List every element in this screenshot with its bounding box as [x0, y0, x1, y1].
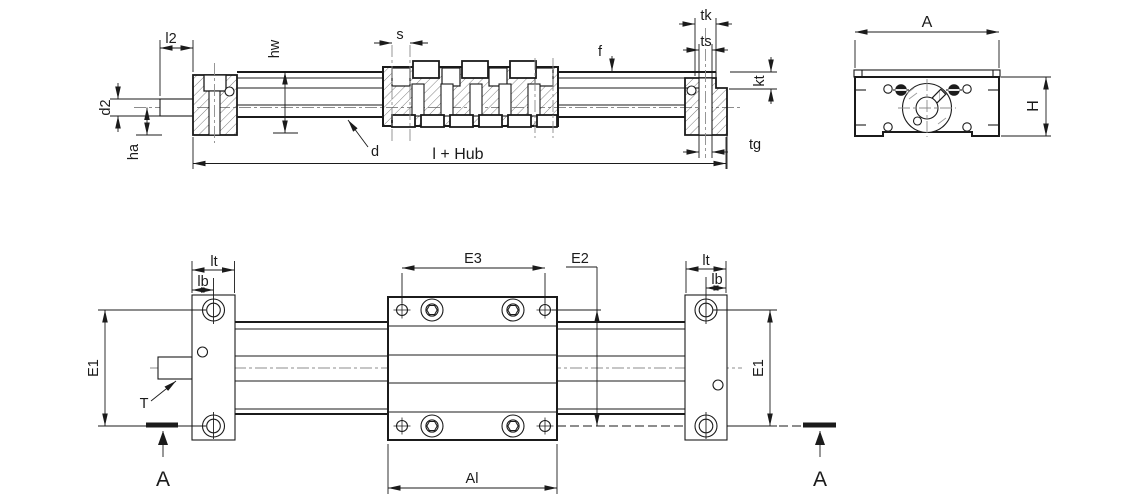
dim-ts: ts [683, 34, 728, 78]
guide-rail-lines [237, 71, 717, 118]
dim-label-lb-right: lb [711, 272, 722, 288]
dim-lb-left: lb [192, 274, 214, 296]
carriage-section [382, 45, 559, 142]
end-view: A [853, 14, 1051, 137]
section-plane-bar [146, 422, 178, 428]
dim-s: s [374, 27, 428, 46]
dim-label-al: Al [466, 471, 479, 487]
dim-label-hw: hw [267, 39, 283, 58]
pin-hole [686, 85, 697, 96]
dim-label-l-plus-hub: l + Hub [432, 146, 483, 163]
dim-label-a-width: A [922, 14, 933, 31]
dim-e2: E2 [552, 251, 601, 426]
pin-hole [196, 346, 209, 358]
dim-tg: tg [683, 135, 761, 169]
dim-label-ts: ts [700, 34, 711, 50]
dim-hw: hw [267, 39, 298, 134]
section-plane-bar [803, 422, 836, 428]
dim-label-s: s [396, 27, 403, 43]
dim-kt: kt [729, 57, 777, 104]
section-marker-a-left: A [146, 422, 178, 491]
dim-d2: d2 [98, 83, 160, 132]
t-nut-cap [412, 60, 537, 79]
carriage-plate [387, 296, 558, 441]
dim-label-e1-left: E1 [86, 359, 102, 377]
corner-hole [883, 84, 893, 94]
corner-hole [962, 122, 972, 132]
dim-label-h: H [1025, 100, 1042, 112]
dim-lb-right: lb [705, 272, 726, 296]
slotted-screw-head [946, 84, 962, 96]
dim-e1-right: E1 [713, 309, 777, 427]
dim-tk: tk [679, 8, 732, 76]
dim-f: f [598, 44, 615, 71]
slot-channels [411, 83, 541, 117]
leader-t: T [140, 380, 177, 412]
dim-label-lt-left: lt [210, 254, 217, 270]
clamp-notch [203, 74, 227, 92]
left-end-block [191, 294, 236, 441]
dim-label-l2: l2 [165, 31, 176, 47]
dim-e1-left: E1 [86, 309, 206, 427]
corner-hole [962, 84, 972, 94]
section-marker-a-right: A [803, 422, 836, 491]
plan-view: lt lb lt lb E1 E1 E3 [86, 251, 836, 494]
dim-label-lt-right: lt [702, 253, 709, 269]
left-end-block-section [192, 63, 238, 143]
leader-d: d [347, 119, 379, 160]
spindle-bore [898, 79, 956, 137]
dim-label-tk: tk [700, 8, 712, 24]
dim-a-width: A [854, 14, 1000, 68]
t-nut-feet [391, 114, 558, 128]
right-end-block [684, 294, 728, 441]
side-groove-lines [855, 89, 999, 126]
dim-label-e2: E2 [571, 251, 589, 267]
slotted-screw-head [893, 84, 909, 96]
dim-label-ha: ha [126, 143, 142, 160]
rail-lines [235, 321, 685, 415]
section-label-a-left: A [156, 468, 170, 491]
dim-label-tg: tg [749, 137, 761, 153]
pin-hole [224, 86, 235, 97]
dim-label-kt: kt [752, 75, 768, 86]
cover-plate [853, 69, 1001, 78]
dim-e3: E3 [401, 251, 546, 303]
drive-shaft [159, 98, 194, 117]
dim-label-e1-right: E1 [751, 359, 767, 377]
dim-h: H [1001, 76, 1051, 137]
dim-label-f: f [598, 44, 603, 60]
drive-shaft [157, 356, 193, 380]
corner-hole [883, 122, 893, 132]
dim-label-d2: d2 [98, 99, 114, 115]
dim-label-lb-left: lb [197, 274, 208, 290]
dim-l2: l2 [159, 31, 194, 96]
dim-al: Al [387, 444, 558, 494]
dim-l-plus-hub: l + Hub [192, 137, 727, 169]
dim-label-e3: E3 [464, 251, 482, 267]
right-end-block-section [684, 28, 728, 158]
section-label-a-right: A [813, 468, 827, 491]
dim-label-t: T [140, 396, 149, 412]
pin-hole [712, 379, 724, 391]
side-view: l2 d2 ha hw s f d l + Hub [98, 8, 777, 169]
set-screw-hole [912, 116, 923, 126]
dim-label-d: d [371, 144, 379, 160]
dim-ha: ha [126, 107, 162, 160]
